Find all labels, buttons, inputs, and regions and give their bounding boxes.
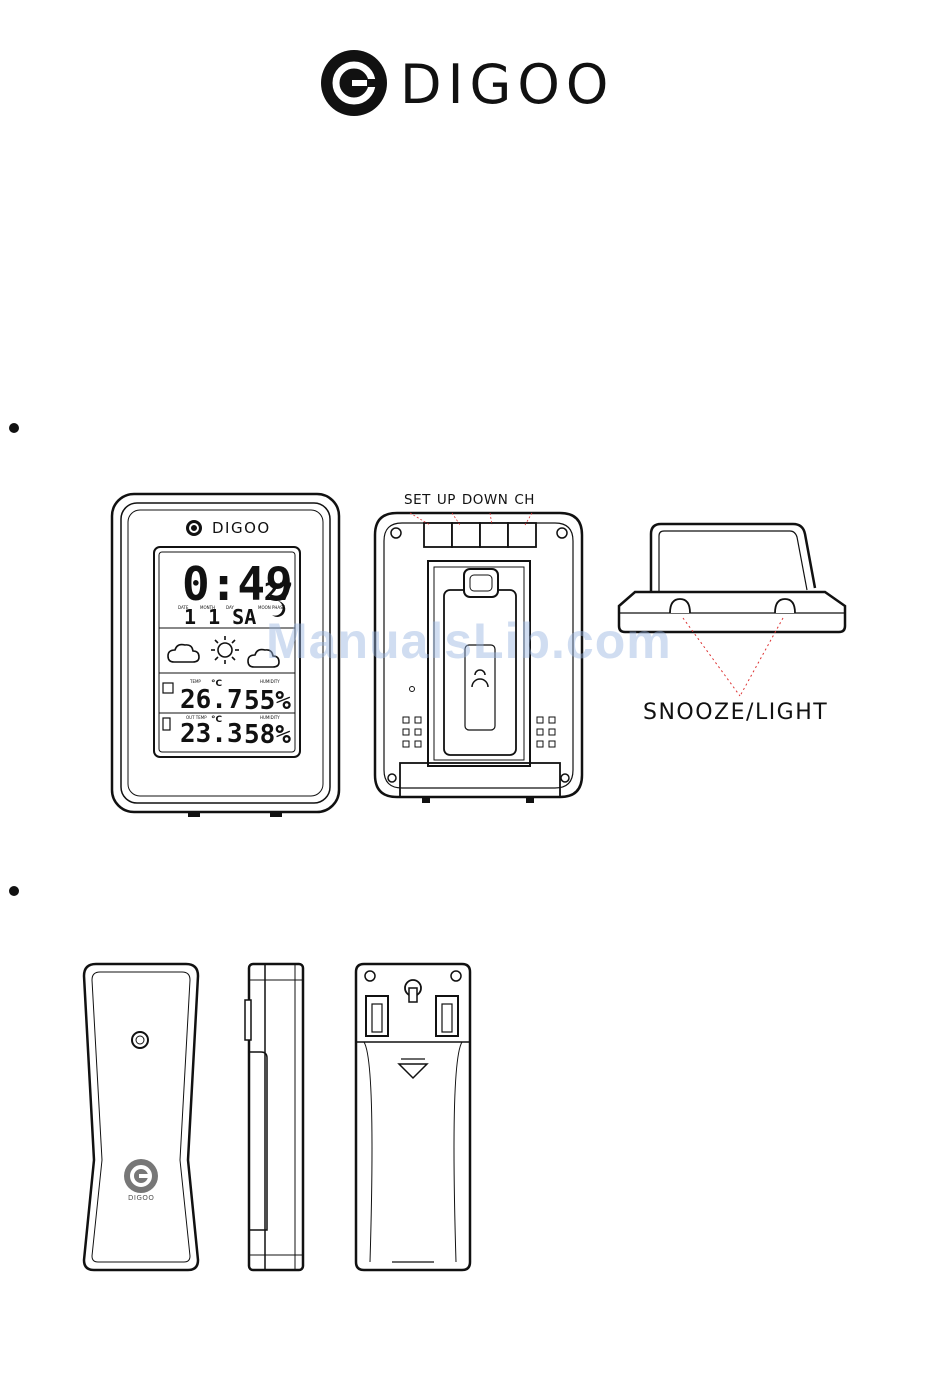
lcd-seconds: 27 bbox=[264, 578, 293, 606]
lcd-indoor-label: TEMP bbox=[189, 679, 201, 684]
lcd-label-moon: MOON PHASE bbox=[258, 605, 286, 610]
lcd-indoor-unit: °C bbox=[211, 679, 223, 689]
section-bullet-main-unit bbox=[9, 423, 19, 433]
sensor-side-illustration bbox=[243, 960, 308, 1275]
brand-wordmark: DIGOO bbox=[400, 58, 614, 112]
front-logo-text: DIGOO bbox=[212, 519, 271, 537]
lcd-outdoor-humidity: 58% bbox=[244, 720, 291, 750]
watermark: ManualsLib.com bbox=[266, 612, 672, 670]
snooze-light-callout: SNOOZE/LIGHT bbox=[643, 700, 828, 725]
section-bullet-sensor bbox=[9, 886, 19, 896]
digoo-logo-icon bbox=[318, 47, 390, 119]
main-unit-top-illustration bbox=[615, 518, 850, 698]
lcd-outdoor-unit: °C bbox=[211, 715, 223, 725]
lcd-indoor-humidity-label: HUMIDITY bbox=[260, 679, 280, 684]
lcd-date: 1 1 SA bbox=[184, 605, 256, 629]
lcd-indoor-temp: 26.7 bbox=[180, 685, 243, 715]
sensor-back-illustration bbox=[352, 960, 474, 1275]
sensor-logo-text: DIGOO bbox=[128, 1194, 154, 1202]
lcd-indoor-humidity: 55% bbox=[244, 686, 291, 716]
sensor-front-illustration bbox=[80, 960, 202, 1275]
